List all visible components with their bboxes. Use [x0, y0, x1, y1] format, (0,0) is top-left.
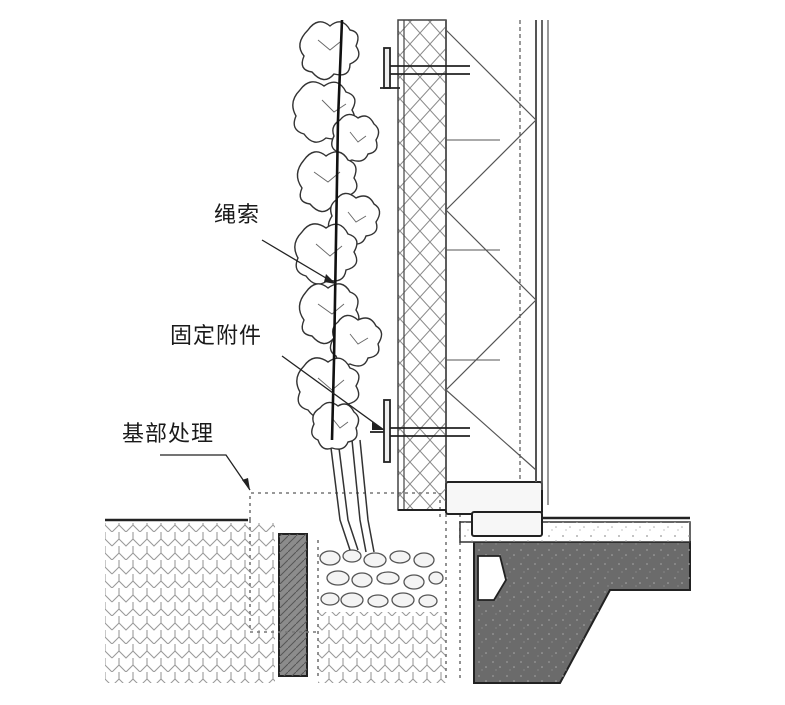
leader-lines	[160, 239, 385, 491]
climbing-plant	[292, 21, 383, 450]
label-base-treatment: 基部处理	[122, 422, 215, 447]
leaf-veins	[313, 39, 369, 429]
leader-arrows	[242, 274, 384, 490]
fixing-bracket-top	[380, 47, 470, 89]
label-fixing-attachment: 固定附件	[170, 324, 263, 349]
threshold-blocks	[445, 481, 543, 537]
fixing-bracket-bottom	[370, 399, 470, 463]
soil-fill-bottom	[318, 612, 446, 683]
edging-board	[278, 533, 308, 677]
wall-core	[398, 20, 549, 511]
concrete-footing	[473, 541, 691, 684]
soil-fill-left	[105, 523, 275, 683]
rope	[330, 19, 344, 441]
ground-line	[105, 516, 690, 522]
anchor-rods	[329, 439, 375, 553]
gravel-bed	[319, 549, 444, 608]
label-rope: 绳索	[214, 203, 261, 228]
